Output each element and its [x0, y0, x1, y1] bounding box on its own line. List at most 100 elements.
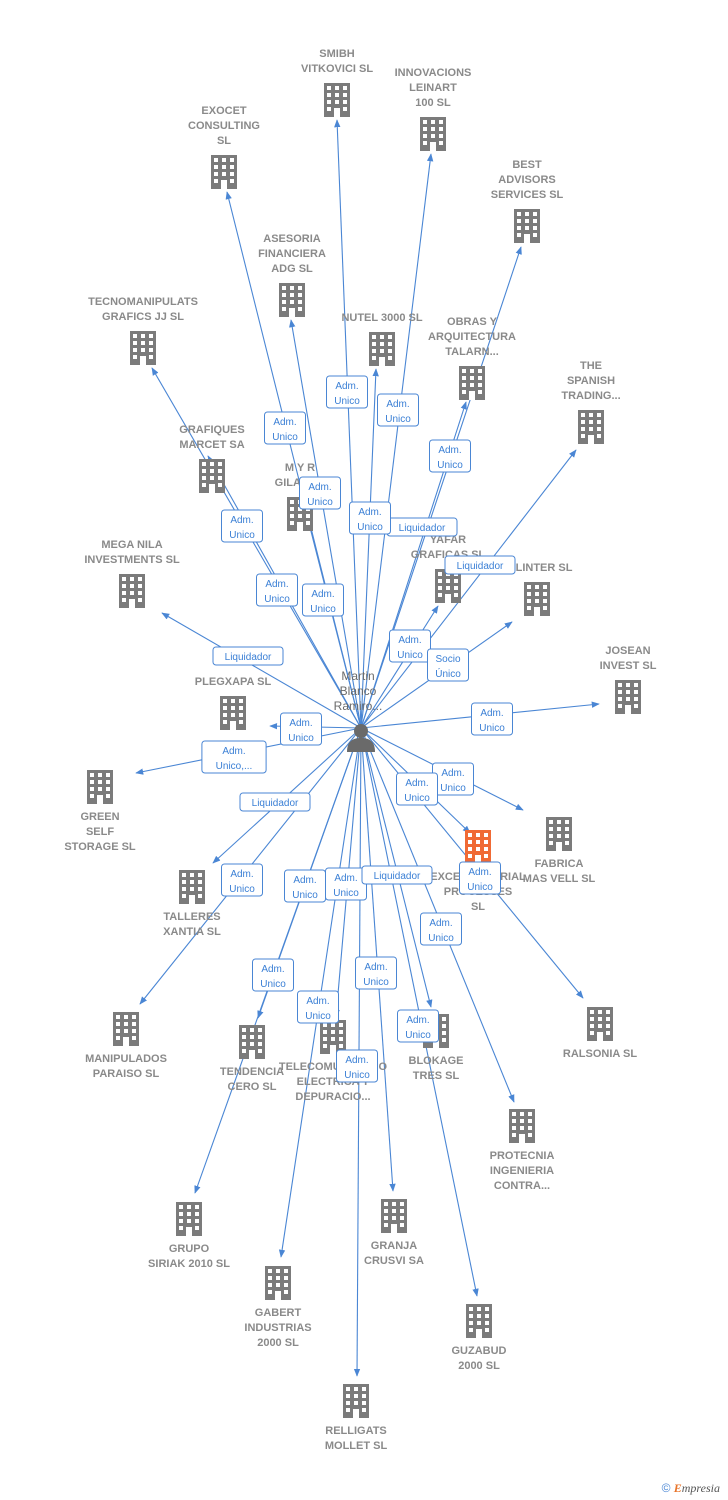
company-label: THE	[580, 360, 602, 372]
company-node-spanish[interactable]: THE SPANISH TRADING...	[561, 360, 621, 444]
company-label: SL	[471, 901, 485, 913]
building-icon	[324, 83, 350, 117]
role-text: Adm.	[265, 579, 288, 590]
role-text: Adm.	[289, 718, 312, 729]
role-text: Unico	[310, 604, 336, 615]
edge-innovacions	[360, 153, 434, 729]
edge-meganila	[161, 612, 362, 729]
role-text: Adm.	[273, 417, 296, 428]
building-icon	[220, 696, 246, 730]
company-node-ralsonia[interactable]: RALSONIA SL	[563, 1007, 637, 1060]
building-icon	[265, 1266, 291, 1300]
role-badge-nutel: Adm.Unico	[349, 501, 391, 535]
role-badge-asesoria: Adm.Unico	[299, 476, 341, 510]
company-label: INVEST SL	[600, 660, 657, 672]
building-icon	[279, 283, 305, 317]
role-text: Unico	[363, 977, 389, 988]
company-label: RALSONIA SL	[563, 1048, 637, 1060]
role-text: Adm.	[308, 482, 331, 493]
company-label: SPANISH	[567, 375, 615, 387]
empresia-logo[interactable]: Empresia	[674, 1481, 720, 1495]
role-badge-exocet: Adm.Unico	[264, 411, 306, 445]
company-label: GRANJA	[371, 1240, 418, 1252]
company-label: GRAFIQUES	[179, 424, 244, 436]
building-icon	[176, 1202, 202, 1236]
building-icon	[369, 332, 395, 366]
role-text: Adm.	[334, 873, 357, 884]
company-label: ASESORIA	[263, 233, 321, 245]
company-label: GUZABUD	[452, 1345, 507, 1357]
company-label: OBRAS Y	[447, 316, 498, 328]
building-icon	[420, 117, 446, 151]
role-text: Adm.	[480, 708, 503, 719]
company-node-felinter[interactable]: FELINTER SL	[502, 562, 573, 616]
edge-best	[360, 246, 522, 729]
brand-rest: mpresia	[681, 1481, 720, 1495]
role-text: Unico	[229, 884, 255, 895]
company-node-protecnia[interactable]: PROTECNIAINGENIERIACONTRA...	[490, 1109, 555, 1192]
company-label: 100 SL	[415, 97, 451, 109]
company-node-nutel[interactable]: NUTEL 3000 SL	[341, 312, 423, 366]
role-badge-tendencia: Adm.Unico	[284, 869, 326, 903]
company-node-plegxapa[interactable]: PLEGXAPA SL	[195, 676, 272, 730]
company-label: SIRIAK 2010 SL	[148, 1258, 230, 1270]
company-label: 2000 SL	[257, 1337, 299, 1349]
role-badge-guzabud: Adm.Unico	[397, 1009, 439, 1043]
role-text: Adm.	[222, 746, 245, 757]
building-icon	[199, 459, 225, 493]
role-text: Unico	[385, 414, 411, 425]
company-node-granja[interactable]: GRANJA CRUSVI SA	[364, 1199, 424, 1267]
role-text: Único	[435, 667, 461, 680]
role-text: Unico	[404, 793, 430, 804]
role-badge-smibh: Adm.Unico	[326, 375, 368, 409]
company-label: CRUSVI SA	[364, 1255, 424, 1267]
role-text: Unico	[428, 933, 454, 944]
company-label: M Y R	[285, 462, 315, 474]
role-text: Unico	[479, 723, 505, 734]
building-icon	[459, 366, 485, 400]
company-label: SERVICES SL	[491, 189, 564, 201]
company-label: TECNOMANIPULATS	[88, 296, 198, 308]
role-badge-green: Adm.Unico,...	[201, 740, 267, 774]
role-badge-granja: Adm.Unico	[355, 956, 397, 990]
role-badge-innovacions: Adm. Unico	[377, 393, 419, 427]
company-node-obras[interactable]: OBRAS YARQUITECTURATALARN...	[428, 316, 516, 400]
company-label: SL	[217, 135, 231, 147]
role-text: Adm.	[311, 589, 334, 600]
building-icon	[113, 1012, 139, 1046]
company-label: BEST	[512, 159, 542, 171]
company-label: GRUPO	[169, 1243, 210, 1255]
building-icon	[509, 1109, 535, 1143]
company-label: TRADING...	[561, 390, 620, 402]
company-label: CERO SL	[228, 1081, 277, 1093]
role-text: Adm.	[386, 399, 409, 410]
company-label: ADG SL	[271, 263, 313, 275]
building-icon	[524, 582, 550, 616]
company-label: SMIBH	[319, 48, 355, 60]
role-text: Socio	[435, 654, 460, 665]
center-person[interactable]: MartinBlancoRamiro...	[334, 669, 383, 752]
role-badge-plegxapa: Adm.Unico	[280, 712, 322, 746]
company-label: MEGA NILA	[101, 539, 162, 551]
role-text: Unico	[344, 1070, 370, 1081]
company-node-siriak[interactable]: GRUPO SIRIAK 2010 SL	[148, 1202, 230, 1270]
